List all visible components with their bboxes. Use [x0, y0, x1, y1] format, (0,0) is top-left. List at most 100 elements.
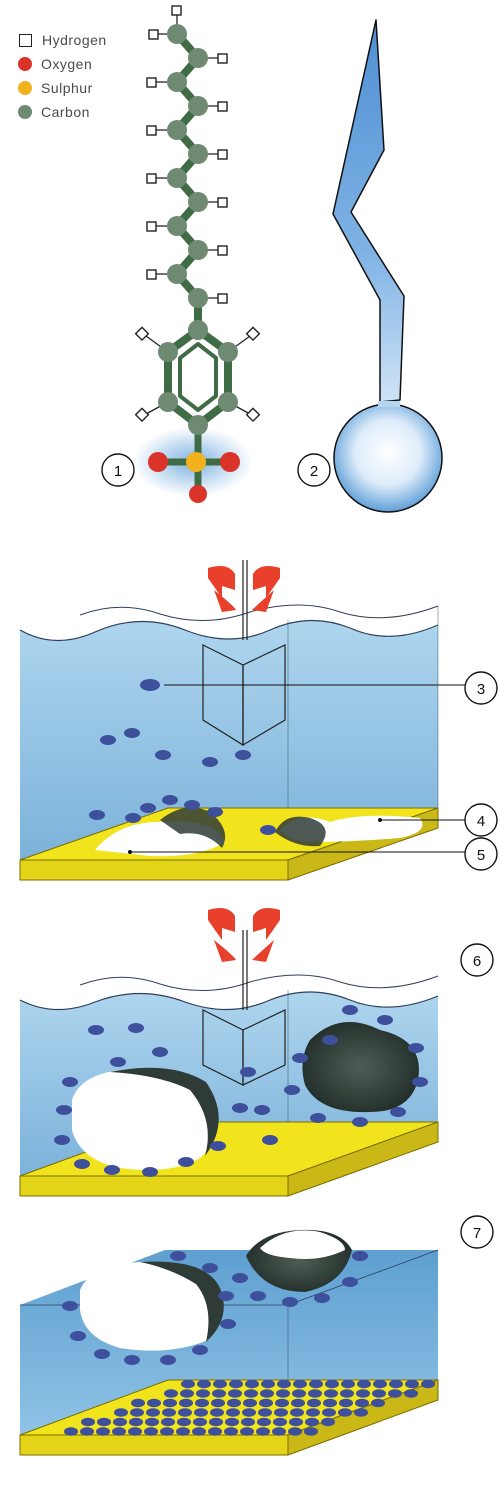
legend-oxygen: Oxygen	[18, 52, 107, 76]
oxygen-atom	[189, 485, 207, 503]
rotation-arrow-icon	[253, 908, 280, 940]
surfactant-molecule	[162, 1408, 176, 1417]
callout-4: 4	[464, 803, 498, 837]
surfactant-molecule	[144, 1427, 158, 1436]
molecule-structure	[133, 5, 261, 503]
surfactant-molecule	[80, 1427, 94, 1436]
surfactant-molecule	[260, 1389, 274, 1398]
panel-dirt-suspended	[19, 1229, 439, 1456]
surfactant-molecule	[241, 1417, 255, 1427]
surfactant-molecule	[307, 1398, 321, 1408]
surfactant-molecule	[309, 1379, 323, 1389]
surfactant-molecule	[131, 1398, 145, 1408]
surfactant-molecule	[243, 1398, 257, 1408]
surfactant-molecule	[240, 1427, 254, 1436]
sulphur-atom	[186, 452, 206, 472]
surfactant-molecule	[146, 1408, 160, 1417]
svg-text:3: 3	[477, 681, 485, 698]
sulphur-swatch-icon	[18, 81, 32, 95]
legend-hydrogen: Hydrogen	[18, 28, 107, 52]
surfactant-molecule	[195, 1398, 209, 1408]
hydrophilic-head	[333, 403, 443, 513]
surfactant-molecule	[147, 1398, 161, 1408]
surfactant-molecule	[161, 1417, 175, 1427]
legend-label: Carbon	[41, 104, 90, 120]
surfactant-molecule	[258, 1408, 272, 1417]
surfactant-molecule	[112, 1427, 126, 1436]
surfactant-molecule	[227, 1398, 241, 1408]
surfactant-molecules	[54, 1005, 428, 1177]
surfactant-molecule	[176, 1427, 190, 1436]
surfactant-molecule	[145, 1417, 159, 1427]
surfactant-molecule	[292, 1389, 306, 1398]
surfactant-molecule	[339, 1398, 353, 1408]
surfactant-molecule	[261, 1379, 275, 1389]
surfactant-molecule	[128, 1427, 142, 1436]
legend-carbon: Carbon	[18, 100, 107, 124]
surfactant-molecule	[323, 1398, 337, 1408]
surfactant-molecule	[242, 1408, 256, 1417]
callout-5: 5	[464, 837, 498, 871]
surfactant-molecule	[228, 1389, 242, 1398]
surfactant-molecule	[129, 1417, 143, 1427]
surfactant-molecule	[321, 1417, 335, 1427]
surfactant-molecule	[96, 1427, 110, 1436]
surfactant-symbol	[332, 19, 443, 513]
atom-legend: Hydrogen Oxygen Sulphur Carbon	[18, 28, 107, 124]
surfactant-molecule	[114, 1408, 128, 1417]
water-body	[20, 620, 438, 860]
surfactant-molecule	[308, 1389, 322, 1398]
surfactant-molecule	[322, 1408, 336, 1417]
hydrogen-swatch-icon	[19, 33, 32, 47]
surfactant-molecule	[213, 1379, 227, 1389]
surfactant-molecule	[113, 1417, 127, 1427]
surfactant-molecule	[355, 1398, 369, 1408]
rotation-arrow-icon	[208, 566, 235, 598]
surfactant-molecule	[196, 1389, 210, 1398]
callout-2: 2	[297, 453, 331, 487]
surfactant-molecule	[304, 1427, 318, 1436]
surfactant-molecule	[245, 1379, 259, 1389]
surfactant-molecule	[421, 1379, 435, 1389]
surfactant-molecule	[160, 1427, 174, 1436]
surfactant-molecule	[181, 1379, 195, 1389]
surfactant-molecule	[272, 1427, 286, 1436]
surfactant-molecule	[194, 1408, 208, 1417]
stirrer	[202, 560, 286, 747]
surfactant-molecule	[388, 1389, 402, 1398]
surfactant-molecule	[256, 1427, 270, 1436]
panel-washing-start	[19, 560, 465, 881]
surfactant-molecule	[224, 1427, 238, 1436]
legend-label: Oxygen	[41, 56, 93, 72]
svg-text:1: 1	[114, 463, 122, 480]
surfactant-molecule	[212, 1389, 226, 1398]
surfactant-molecule	[274, 1408, 288, 1417]
callout-7: 7	[460, 1215, 494, 1249]
surfactant-molecule	[357, 1379, 371, 1389]
surfactant-molecule	[208, 1427, 222, 1436]
surfactant-molecule	[291, 1398, 305, 1408]
surfactant-molecule	[180, 1389, 194, 1398]
surfactant-molecule	[97, 1417, 111, 1427]
surfactant-molecule	[371, 1398, 385, 1408]
surfactant-molecule	[164, 1389, 178, 1398]
surfactant-molecule	[163, 1398, 177, 1408]
surfactant-molecule	[177, 1417, 191, 1427]
hydrophobic-tail	[332, 19, 405, 403]
surfactant-molecule	[259, 1398, 273, 1408]
callout-1: 1	[101, 453, 135, 487]
svg-text:2: 2	[310, 463, 318, 480]
surfactant-molecule	[192, 1427, 206, 1436]
rotation-arrow-icon	[253, 566, 280, 598]
surfactant-molecule	[210, 1408, 224, 1417]
carbon-atoms	[158, 24, 238, 435]
surfactant-molecule	[179, 1398, 193, 1408]
surfactant-molecules	[89, 679, 276, 835]
surfactant-molecule	[373, 1379, 387, 1389]
surfactant-molecule	[288, 1427, 302, 1436]
surfactant-molecule	[372, 1389, 386, 1398]
surfactant-layer	[64, 1379, 435, 1436]
svg-text:4: 4	[477, 813, 485, 830]
